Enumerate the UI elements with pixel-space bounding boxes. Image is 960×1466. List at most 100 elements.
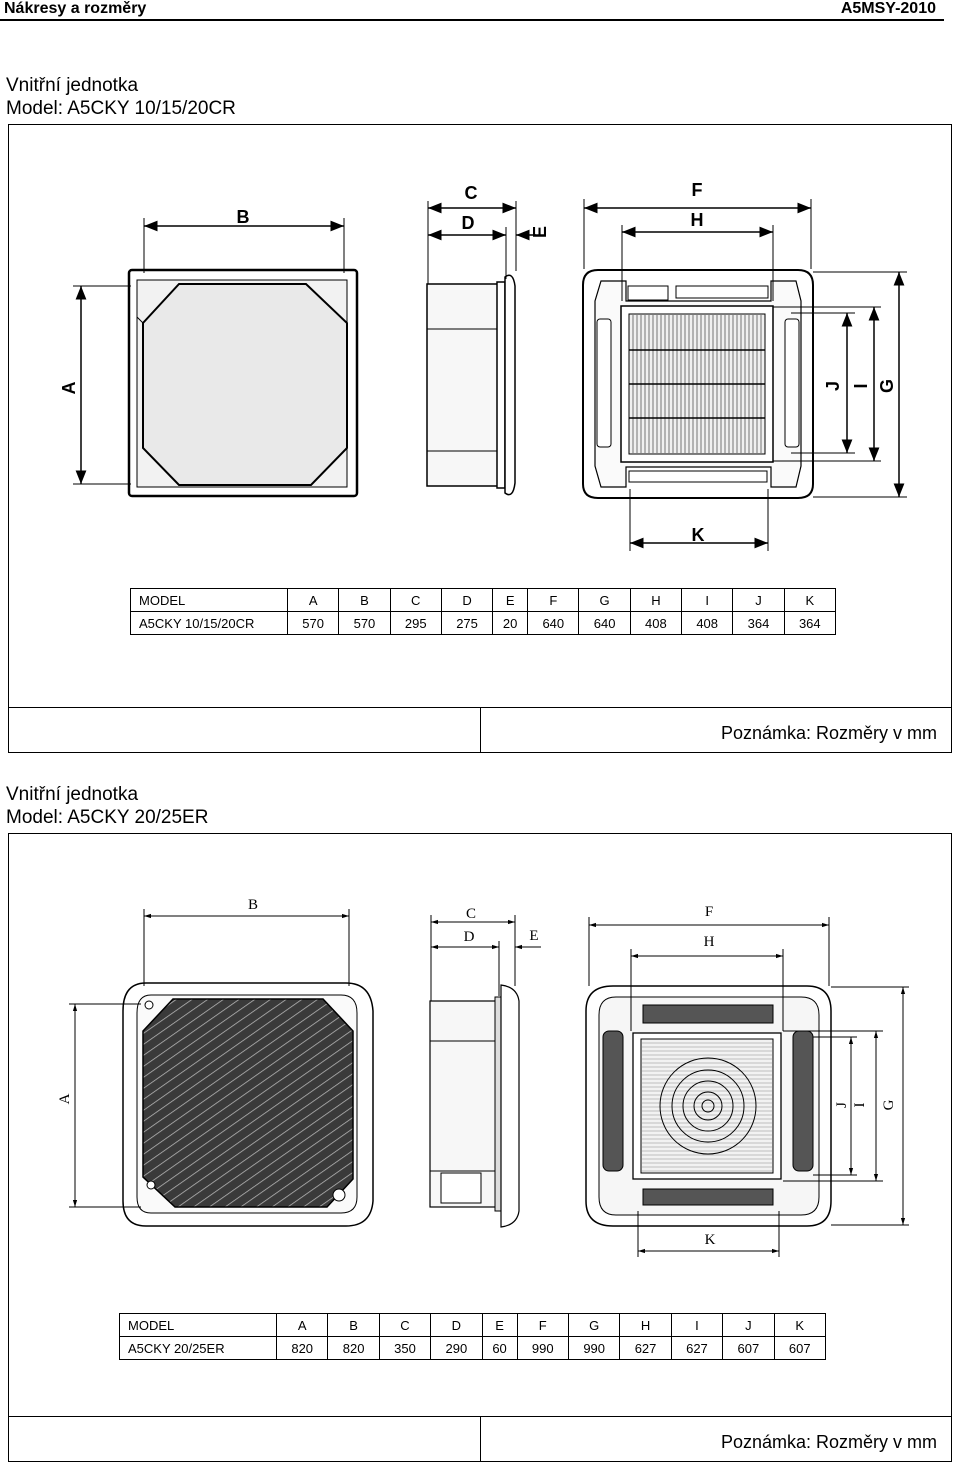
table-cell: A5CKY 10/15/20CR xyxy=(130,611,288,635)
table-header-cell: A xyxy=(275,1313,329,1337)
table-header-cell: A xyxy=(286,588,340,612)
table-cell: 607 xyxy=(722,1336,775,1360)
section1-dim-label-f: F xyxy=(692,180,703,200)
table-header-cell: F xyxy=(516,1313,569,1337)
section2-title: Vnitřní jednotka Model: A5CKY 20/25ER xyxy=(6,783,208,829)
section1-drawing: B A C D E xyxy=(59,180,907,551)
section2-drawing: B A C D E xyxy=(57,897,909,1257)
table-row: A5CKY 10/15/20CR 570 570 295 275 20 640 … xyxy=(130,611,837,635)
table-header-cell: C xyxy=(389,588,442,612)
section1-dim-label-h: H xyxy=(691,210,704,230)
table-cell: 820 xyxy=(275,1336,329,1360)
section1-dim-label-e: E xyxy=(530,226,550,238)
table-header-cell: MODEL xyxy=(119,1313,277,1337)
table-header-cell: J xyxy=(732,588,785,612)
table-header-cell: G xyxy=(567,1313,621,1337)
table-cell: 20 xyxy=(492,611,529,635)
section2-dim-label-i: I xyxy=(852,1103,868,1108)
table-cell: 627 xyxy=(619,1336,672,1360)
section2-dim-label-c: C xyxy=(466,906,476,922)
table-cell: 640 xyxy=(527,611,580,635)
table-cell: 408 xyxy=(629,611,683,635)
table-header-cell: C xyxy=(378,1313,432,1337)
section2-note: Poznámka: Rozměry v mm xyxy=(720,1432,937,1452)
table-header-cell: F xyxy=(527,588,580,612)
section1-dim-label-g: G xyxy=(877,379,897,393)
section1-dim-label-d: D xyxy=(462,213,475,233)
header-section-title: Nákresy a rozměry xyxy=(4,0,147,17)
section2-dim-label-k: K xyxy=(705,1232,716,1248)
section1-drawing-panel: B A C D E xyxy=(8,124,952,708)
table-cell: 364 xyxy=(783,611,837,635)
table-cell: 990 xyxy=(516,1336,569,1360)
section1-footer: Poznámka: Rozměry v mm xyxy=(8,707,952,753)
table-header-cell: K xyxy=(783,588,837,612)
table-header-cell: I xyxy=(681,588,734,612)
table-header-cell: MODEL xyxy=(130,588,288,612)
table-cell: 295 xyxy=(389,611,442,635)
table-header-cell: I xyxy=(670,1313,724,1337)
table-cell: 570 xyxy=(286,611,340,635)
table-header-cell: H xyxy=(619,1313,672,1337)
section2-drawing-panel: B A C D E xyxy=(8,833,952,1417)
table-header-cell: K xyxy=(773,1313,827,1337)
section2-title-line1: Vnitřní jednotka xyxy=(6,784,139,805)
footer-divider xyxy=(480,1417,481,1461)
table-cell: 990 xyxy=(567,1336,621,1360)
table-cell: 408 xyxy=(681,611,734,635)
table-header-cell: B xyxy=(327,1313,380,1337)
table-header-cell: E xyxy=(492,588,529,612)
section1-dimension-table: MODEL A B C D E F G H I J K A5CKY 10/15/… xyxy=(130,588,837,635)
table-cell: 570 xyxy=(338,611,391,635)
footer-divider xyxy=(480,708,481,752)
table-header-row: MODEL A B C D E F G H I J K xyxy=(130,588,837,612)
section2-dim-label-g: G xyxy=(881,1099,897,1110)
table-header-cell: G xyxy=(578,588,631,612)
section2-title-line2: Model: A5CKY 20/25ER xyxy=(6,807,209,828)
table-row: A5CKY 20/25ER 820 820 350 290 60 990 990… xyxy=(119,1336,827,1360)
header-divider xyxy=(0,19,944,21)
section2-dim-label-a: A xyxy=(57,1093,73,1104)
table-cell: 350 xyxy=(378,1336,432,1360)
section1-note: Poznámka: Rozměry v mm xyxy=(720,723,937,743)
section1-title: Vnitřní jednotka Model: A5CKY 10/15/20CR xyxy=(6,74,236,120)
section1-side-view xyxy=(426,274,516,496)
section1-dim-label-a: A xyxy=(59,382,79,395)
section1-bottom-view xyxy=(582,269,814,499)
table-cell: 640 xyxy=(578,611,631,635)
section2-dim-label-h: H xyxy=(704,934,715,950)
section2-footer: Poznámka: Rozměry v mm xyxy=(8,1416,952,1462)
section1-title-line1: Vnitřní jednotka xyxy=(6,75,139,96)
section2-side-view xyxy=(429,984,520,1228)
section2-dim-label-e: E xyxy=(529,928,538,944)
section1-dim-label-b: B xyxy=(237,207,250,227)
section1-dim-label-c: C xyxy=(465,183,478,203)
table-header-row: MODEL A B C D E F G H I J K xyxy=(119,1313,827,1337)
table-cell: 275 xyxy=(440,611,494,635)
section2-bottom-view xyxy=(585,985,832,1227)
table-header-cell: E xyxy=(481,1313,518,1337)
section1-dim-label-k: K xyxy=(692,525,705,545)
section1-dim-label-j: J xyxy=(823,381,843,391)
table-header-cell: J xyxy=(722,1313,775,1337)
section1-title-line2: Model: A5CKY 10/15/20CR xyxy=(6,98,236,119)
table-cell: 364 xyxy=(732,611,785,635)
table-header-cell: B xyxy=(338,588,391,612)
section1-dim-label-i: I xyxy=(851,383,871,388)
table-cell: 290 xyxy=(430,1336,483,1360)
section1-front-view xyxy=(127,268,359,498)
table-cell: 60 xyxy=(481,1336,518,1360)
section2-dim-label-d: D xyxy=(464,929,475,945)
section2-front-view xyxy=(122,982,374,1227)
section2-dim-label-b: B xyxy=(248,897,258,913)
table-cell: 627 xyxy=(670,1336,724,1360)
table-header-cell: D xyxy=(440,588,494,612)
section2-dim-label-f: F xyxy=(705,904,713,920)
header-document-code: A5MSY-2010 xyxy=(840,0,936,17)
table-cell: 820 xyxy=(327,1336,380,1360)
section2-dim-label-j: J xyxy=(834,1102,850,1108)
table-cell: A5CKY 20/25ER xyxy=(119,1336,277,1360)
section2-dimension-table: MODEL A B C D E F G H I J K A5CKY 20/25E… xyxy=(119,1313,827,1360)
table-header-cell: H xyxy=(629,588,683,612)
table-header-cell: D xyxy=(430,1313,483,1337)
